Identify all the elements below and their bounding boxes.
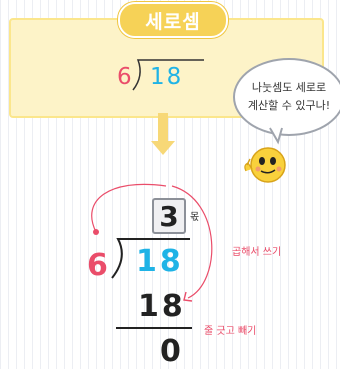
speech-bubble: 나눗셈도 세로로 계산할 수 있구나!	[233, 58, 340, 136]
quotient-value: 3	[159, 199, 179, 233]
quotient-box: 3	[152, 198, 186, 234]
down-arrow-icon	[151, 141, 175, 155]
product-value: 18	[138, 289, 186, 324]
top-dividend: 18	[150, 64, 184, 90]
title-badge: 세로셈	[118, 2, 228, 38]
quotient-label: 몫	[190, 212, 200, 223]
smiley-character-icon	[244, 147, 286, 183]
top-division-bracket	[132, 59, 204, 91]
title-text: 세로셈	[145, 10, 201, 33]
subtract-note: 줄 긋고 빼기	[204, 326, 257, 337]
remainder-value: 0	[160, 334, 181, 369]
bubble-line-1: 나눗셈도 세로로	[251, 81, 327, 94]
divisor-value: 6	[87, 248, 108, 283]
bubble-tail	[269, 126, 283, 145]
down-arrow-shaft	[158, 113, 168, 142]
dividend-value: 18	[136, 244, 184, 279]
multiply-note: 곱해서 쓰기	[232, 247, 282, 258]
top-divisor: 6	[117, 64, 132, 90]
bubble-line-2: 계산할 수 있구나!	[247, 99, 331, 112]
